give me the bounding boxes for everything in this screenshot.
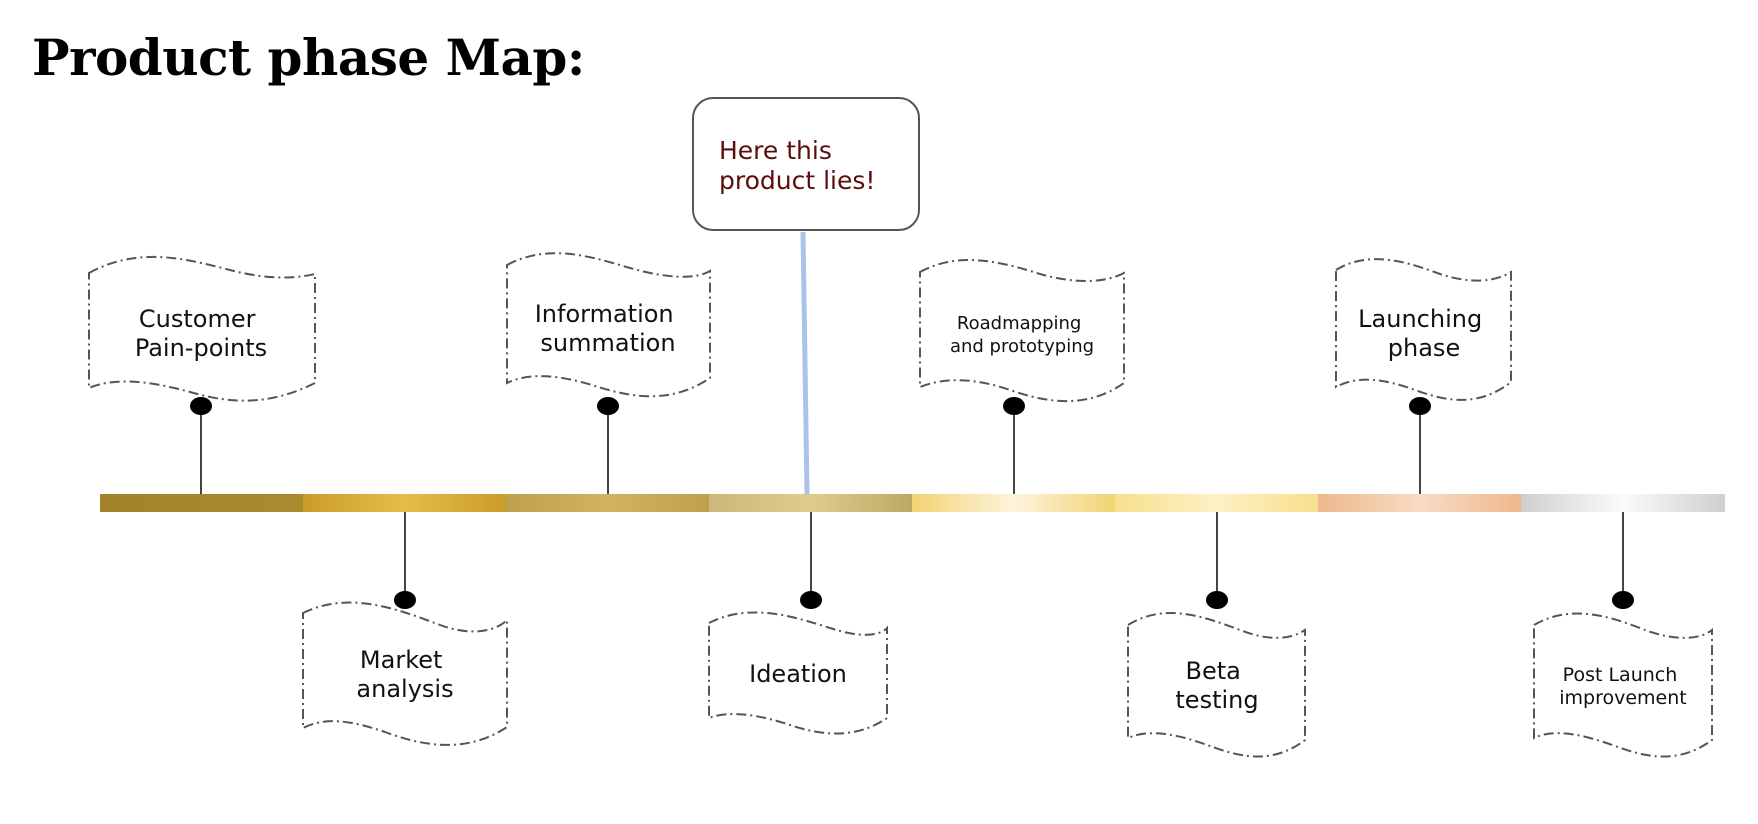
callout-pointer-line [800,231,810,495]
timeline-segment [1521,494,1725,512]
phase-flag-shape [1533,612,1713,758]
phase-marker-dot [190,397,212,415]
phase-flag-shape [88,255,316,402]
callout-line-2: product lies! [719,166,875,195]
page-title: Product phase Map: [32,28,585,87]
phase-launching: Launching phase [1335,258,1512,494]
phase-flag-shape [708,611,888,735]
phase-label: Ideation [749,660,847,688]
callout-frame [692,97,920,231]
phase-market-analysis: Market analysis [302,512,508,746]
phase-marker-dot [1612,591,1634,609]
phase-marker-dot [394,591,416,609]
timeline-bar [100,494,1725,512]
phase-information-summation: Information summation [506,252,711,494]
timeline-segment [709,494,912,512]
phase-label: Market analysis [356,646,453,703]
phase-label: Beta testing [1175,657,1258,714]
phase-flag-shape [1127,612,1306,758]
timeline-segment [1115,494,1318,512]
phase-label: Launching phase [1358,305,1490,362]
timeline-segment [303,494,506,512]
phase-ideation: Ideation [708,512,888,735]
phase-flag-shape [302,601,508,746]
phase-beta-testing: Beta testing [1127,512,1306,758]
phase-roadmapping-prototyping: Roadmapping and prototyping [919,259,1125,494]
phase-label: Information summation [535,300,682,357]
callout-text: Here this product lies! [719,136,875,195]
phase-label: Customer Pain-points [135,305,267,362]
phase-marker-dot [1003,397,1025,415]
callout-line-1: Here this [719,136,832,165]
phase-flag-shape [1335,258,1512,401]
phase-marker-dot [800,591,822,609]
phase-label: Post Launch improvement [1559,664,1687,709]
callout-box: Here this product lies! [692,97,920,231]
phase-marker-dot [597,397,619,415]
phase-marker-dot [1409,397,1431,415]
phase-marker-dot [1206,591,1228,609]
timeline-segment [506,494,709,512]
timeline-segment [1318,494,1521,512]
phase-flag-shape [919,259,1125,403]
phase-flag-shape [506,252,711,398]
timeline-segment [912,494,1115,512]
phase-customer-pain-points: Customer Pain-points [88,255,316,494]
timeline-segment [100,494,303,512]
phase-post-launch-improvement: Post Launch improvement [1533,512,1713,758]
phase-label: Roadmapping and prototyping [950,313,1094,357]
